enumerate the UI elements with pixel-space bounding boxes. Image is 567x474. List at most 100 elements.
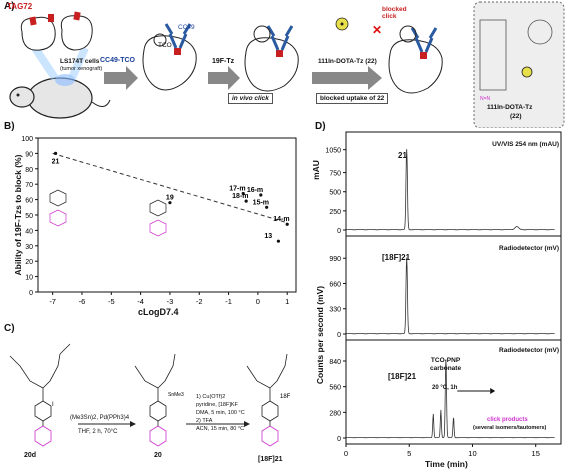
x-tick-label: -4 [137,297,144,306]
x-tick-label: 0 [344,449,348,458]
panel-c-scheme: I SnMe3 18F [9,343,291,447]
point-label: 17-m [229,185,245,192]
structure-21 [49,189,67,227]
panel-d-ylabel-mid: Counts per second (mV) [315,285,325,385]
blocked-uptake-label: blocked uptake of 22 [316,93,389,104]
y-tick-label: 10 [25,275,33,282]
step3-label: 111In-DOTA-Tz (22) [318,58,377,65]
mouse-head [9,86,35,108]
y-tick-label: 20 [25,259,33,266]
block-x-icon: ✕ [372,23,382,37]
trace-line [346,149,555,231]
point-label: 15-m [253,199,269,206]
x-tick-label: -1 [225,297,232,306]
reagent2-5: ACN, 15 min, 80 °C [196,426,245,432]
reagent2-4: 2) TFA [196,418,213,424]
svg-text:I: I [52,402,54,408]
reagents-2: 1) Cu(OTf)2 pyridine, [18F]KF DMA, 5 min… [196,393,245,433]
data-point [276,239,281,243]
point-label: 18-m [232,193,248,200]
trace-line [346,360,555,439]
reagent2-2: pyridine, [18F]KF [196,402,238,408]
cell-left [20,16,56,51]
y-tick-label: 60 [25,198,33,205]
reagent1: (Me3Sn)2, Pd(PPh3)4 [70,415,130,421]
data-point [53,151,58,155]
in-vivo-click-label: in vivo click [228,93,273,104]
blocked-click-label: blocked click [382,6,407,20]
data-point [285,222,289,226]
panel-d-label: D) [315,121,326,132]
y-tick-label: 40 [25,228,33,235]
y-tick-label: 750 [329,171,341,178]
y-tick-label: 0 [337,332,341,339]
cc49-label: CC49 [178,24,195,31]
x-tick-label: -5 [108,297,115,306]
step1-label: CC49-TCO [100,57,136,64]
trend-line [52,152,288,224]
x-tick-label: 15 [532,449,540,458]
y-tick-label: 500 [329,190,341,197]
data-point [168,201,172,205]
panel-b-ylabel: Ability of 19F-Tzs to block (%) [13,154,23,276]
cmpd-18f-21: [18F]21 [258,456,283,463]
x-tick-label: 0 [256,297,260,306]
tco-pnp: TCO-PNP carbonate [430,357,461,373]
data-point [265,205,269,209]
y-tick-label: 250 [329,209,341,216]
panel-b-label: B) [4,121,15,132]
step2-label: 19F-Tz [212,58,235,65]
isomers-note: (several isomers/tautomers) [473,425,547,431]
trace1-peak: 21 [398,151,407,160]
x-tick-label: 1 [285,297,289,306]
tco-pnp-2: carbonate [430,365,462,372]
y-tick-label: 660 [329,281,341,288]
cmpd-20: 20 [154,452,162,459]
panel-d-ylabel-top: mAU [310,160,321,180]
tag72-label: TAG72 [7,2,33,11]
x-tick-label: -2 [196,297,203,306]
trace3-peak: [18F]21 [388,372,417,381]
data-point [259,193,263,197]
y-tick-label: 100 [21,136,33,143]
cell-3 [244,37,299,92]
point-label: 19 [166,195,174,202]
y-tick-label: 330 [329,307,341,314]
arrow-3 [312,66,382,90]
trace1-title: UV/VIS 254 nm (mAU) [492,141,559,148]
x-tick-label: -3 [167,297,174,306]
y-tick-label: 0 [29,290,33,297]
y-tick-label: 560 [329,385,341,392]
svg-text:N=N: N=N [480,96,491,102]
reagent2-3: DMA, 5 min, 100 °C [196,410,245,416]
compound-22-name: 111In-DOTA-Tz [487,104,533,111]
cond1: THF, 2 h, 70°C [78,429,118,435]
y-tick-label: 1050 [325,148,341,155]
svg-text:18F: 18F [280,394,291,400]
y-tick-label: 280 [329,410,341,417]
trace2-title: Radiodetector (mV) [499,245,559,252]
y-tick-label: 990 [329,256,341,263]
cmpd-20d: 20d [24,452,37,459]
y-tick-label: 50 [25,213,33,220]
tco-pnp-1: TCO-PNP [430,357,461,364]
panel-b-xlabel: cLogD7.4 [138,307,179,317]
y-tick-label: 30 [25,244,33,251]
x-tick-label: 5 [407,449,411,458]
click-products: click products [487,417,528,423]
panel-c-label: C) [4,323,15,334]
y-tick-label: 0 [337,228,341,235]
compound-22-box [473,1,565,128]
cells-label: LS174T cells [60,58,100,65]
x-tick-label: 10 [468,449,476,458]
point-label: 21 [52,158,60,165]
tco-label: TCO [158,42,172,49]
y-tick-label: 840 [329,359,341,366]
trace2-peak: [18F]21 [382,253,411,262]
reaction-arrowhead [490,388,496,394]
point-label: 14-m [273,216,289,223]
cell-right [60,15,93,51]
data-point [244,199,248,203]
